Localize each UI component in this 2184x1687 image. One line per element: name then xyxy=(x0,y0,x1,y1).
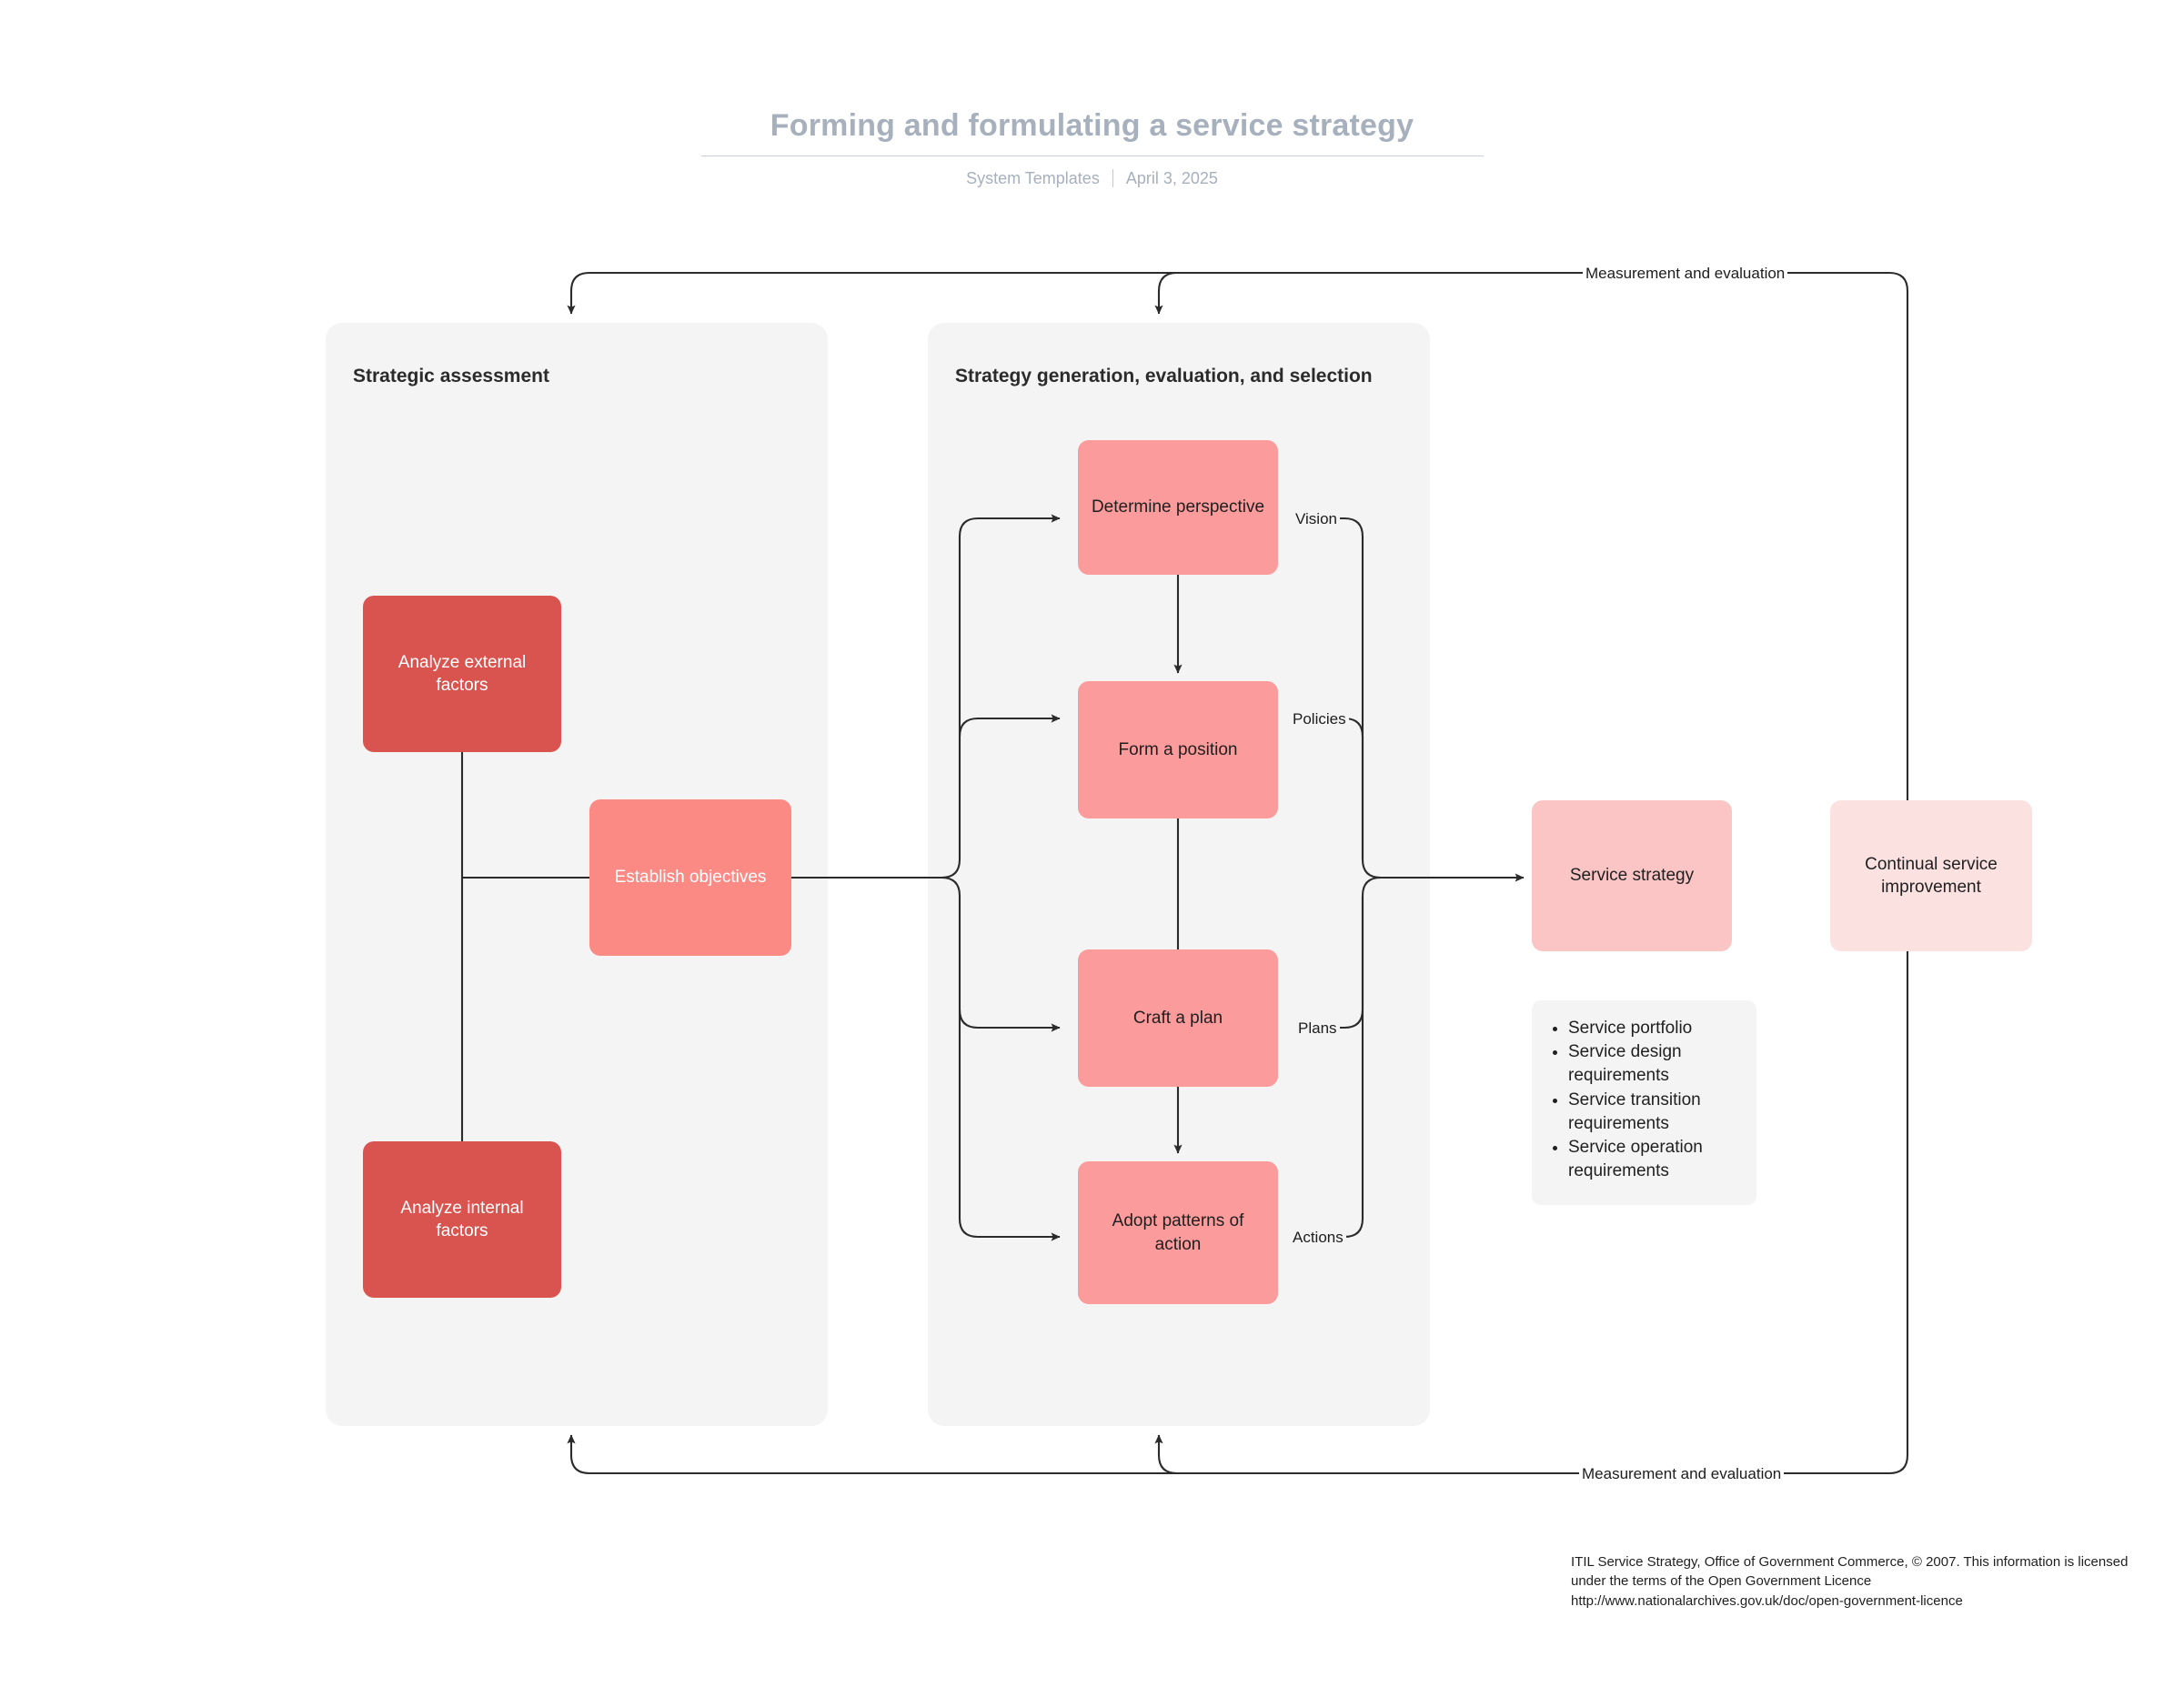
edge-label-actions: Actions xyxy=(1290,1229,1346,1246)
edge-label-measurement-bottom: Measurement and evaluation xyxy=(1579,1465,1785,1482)
attribution-note: ITIL Service Strategy, Office of Governm… xyxy=(1571,1554,2129,1609)
node-continual-service-improvement[interactable]: Continual service improvement xyxy=(1830,800,2032,951)
subtitle-date: April 3, 2025 xyxy=(1125,168,1218,187)
node-analyze-external-factors[interactable]: Analyze external factors xyxy=(363,596,561,752)
list-item: Service portfolio xyxy=(1568,1017,1744,1040)
edge-label-plans: Plans xyxy=(1295,1019,1340,1037)
service-strategy-outputs-card: Service portfolio Service design require… xyxy=(1532,1000,1756,1205)
subtitle-source: System Templates xyxy=(966,168,1100,187)
list-item: Service transition requirements xyxy=(1568,1089,1744,1136)
outputs-list: Service portfolio Service design require… xyxy=(1545,1017,1744,1184)
list-item: Service operation requirements xyxy=(1568,1136,1744,1183)
node-service-strategy[interactable]: Service strategy xyxy=(1532,800,1732,951)
node-analyze-internal-factors[interactable]: Analyze internal factors xyxy=(363,1141,561,1298)
subtitle-separator xyxy=(1112,169,1113,188)
node-form-a-position[interactable]: Form a position xyxy=(1078,681,1278,818)
list-item: Service design requirements xyxy=(1568,1040,1744,1088)
node-craft-a-plan[interactable]: Craft a plan xyxy=(1078,949,1278,1087)
edge-label-policies: Policies xyxy=(1290,710,1349,728)
document-subtitle: System Templates April 3, 2025 xyxy=(0,169,2184,188)
edge-label-vision: Vision xyxy=(1293,510,1340,527)
edge-label-measurement-top: Measurement and evaluation xyxy=(1583,265,1788,282)
node-establish-objectives[interactable]: Establish objectives xyxy=(589,799,791,956)
page-title: Forming and formulating a service strate… xyxy=(770,108,1414,143)
node-determine-perspective[interactable]: Determine perspective xyxy=(1078,440,1278,575)
group-title-strategic-assessment: Strategic assessment xyxy=(353,366,549,387)
group-title-strategy-generation: Strategy generation, evaluation, and sel… xyxy=(955,366,1373,387)
document-header: Forming and formulating a service strate… xyxy=(0,107,2184,188)
node-adopt-patterns-of-action[interactable]: Adopt patterns of action xyxy=(1078,1161,1278,1304)
